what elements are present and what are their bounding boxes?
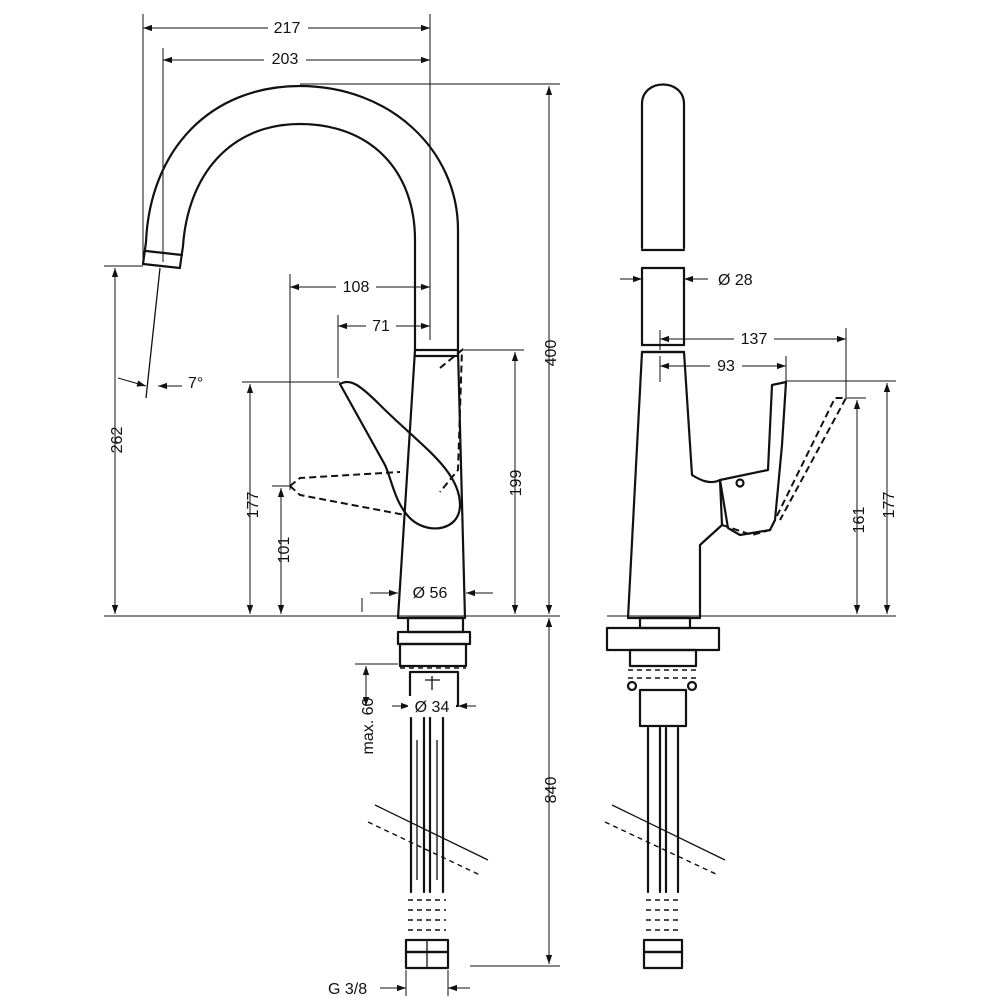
counter-break-bottom: [367, 821, 481, 876]
dim-108: 108: [343, 279, 370, 296]
front-view: [141, 84, 489, 970]
dim-diameter-56: Ø 56: [413, 585, 448, 602]
side-shank: [638, 688, 688, 728]
fitting-thread: [408, 899, 446, 931]
dim-width-217: 217: [274, 20, 301, 37]
spout-outlet: [141, 262, 182, 270]
dim-137: 137: [741, 331, 768, 348]
side-nut: [628, 648, 698, 668]
side-lever: [718, 380, 788, 537]
dim-angle-7: 7°: [188, 375, 203, 392]
side-base-flange: [605, 626, 721, 652]
base-nut: [398, 642, 468, 668]
side-lever-dashed: [721, 397, 848, 537]
dim-262: 262: [109, 427, 126, 454]
side-dimensions: Ø 28 137 93 161 177: [607, 272, 898, 617]
side-lever-pivot: [735, 478, 745, 488]
base-flange: [396, 630, 472, 646]
side-spout: [640, 83, 686, 250]
dim-840: 840: [543, 777, 560, 804]
dim-diameter-28: Ø 28: [718, 272, 753, 289]
side-fitting-nut-top: [642, 938, 684, 954]
side-body: [626, 350, 724, 620]
dim-400: 400: [543, 340, 560, 367]
side-base-plate: [638, 616, 692, 630]
spout-outline: [141, 84, 460, 354]
side-thread: [628, 669, 698, 679]
side-fitting-nut-bottom: [642, 950, 684, 970]
lever-handle: [338, 380, 462, 530]
side-view: [604, 83, 848, 970]
dim-reach-203: 203: [272, 51, 299, 68]
lever-dashed-raised: [439, 347, 464, 493]
dim-71: 71: [372, 318, 390, 335]
side-bolt-left: [626, 680, 638, 692]
side-fitting-thread: [646, 899, 680, 931]
dim-101: 101: [276, 537, 293, 564]
dim-diameter-34: Ø 34: [415, 699, 450, 716]
shank-detail: [425, 676, 440, 690]
side-counter-break-bottom: [604, 821, 719, 876]
spout-outlet-ring: [144, 249, 184, 257]
dim-161: 161: [851, 507, 868, 534]
dim-max-60: max. 60: [360, 697, 377, 754]
dim-93: 93: [717, 358, 735, 375]
faucet-body: [396, 348, 467, 620]
lever-dashed-down: [289, 471, 406, 516]
angle-line: [145, 267, 161, 399]
side-bolt-right: [686, 680, 698, 692]
front-dimensions: 217 203 108 71 7° 262 177 101: [104, 14, 560, 998]
side-counter-break-top: [611, 804, 726, 861]
dim-177-side: 177: [881, 492, 898, 519]
counter-break-top: [374, 804, 489, 861]
dim-g-3-8: G 3/8: [328, 981, 367, 998]
spout-inner-outline: [178, 122, 417, 352]
base-plate: [406, 616, 465, 634]
dim-177-front: 177: [245, 492, 262, 519]
dim-199: 199: [508, 470, 525, 497]
